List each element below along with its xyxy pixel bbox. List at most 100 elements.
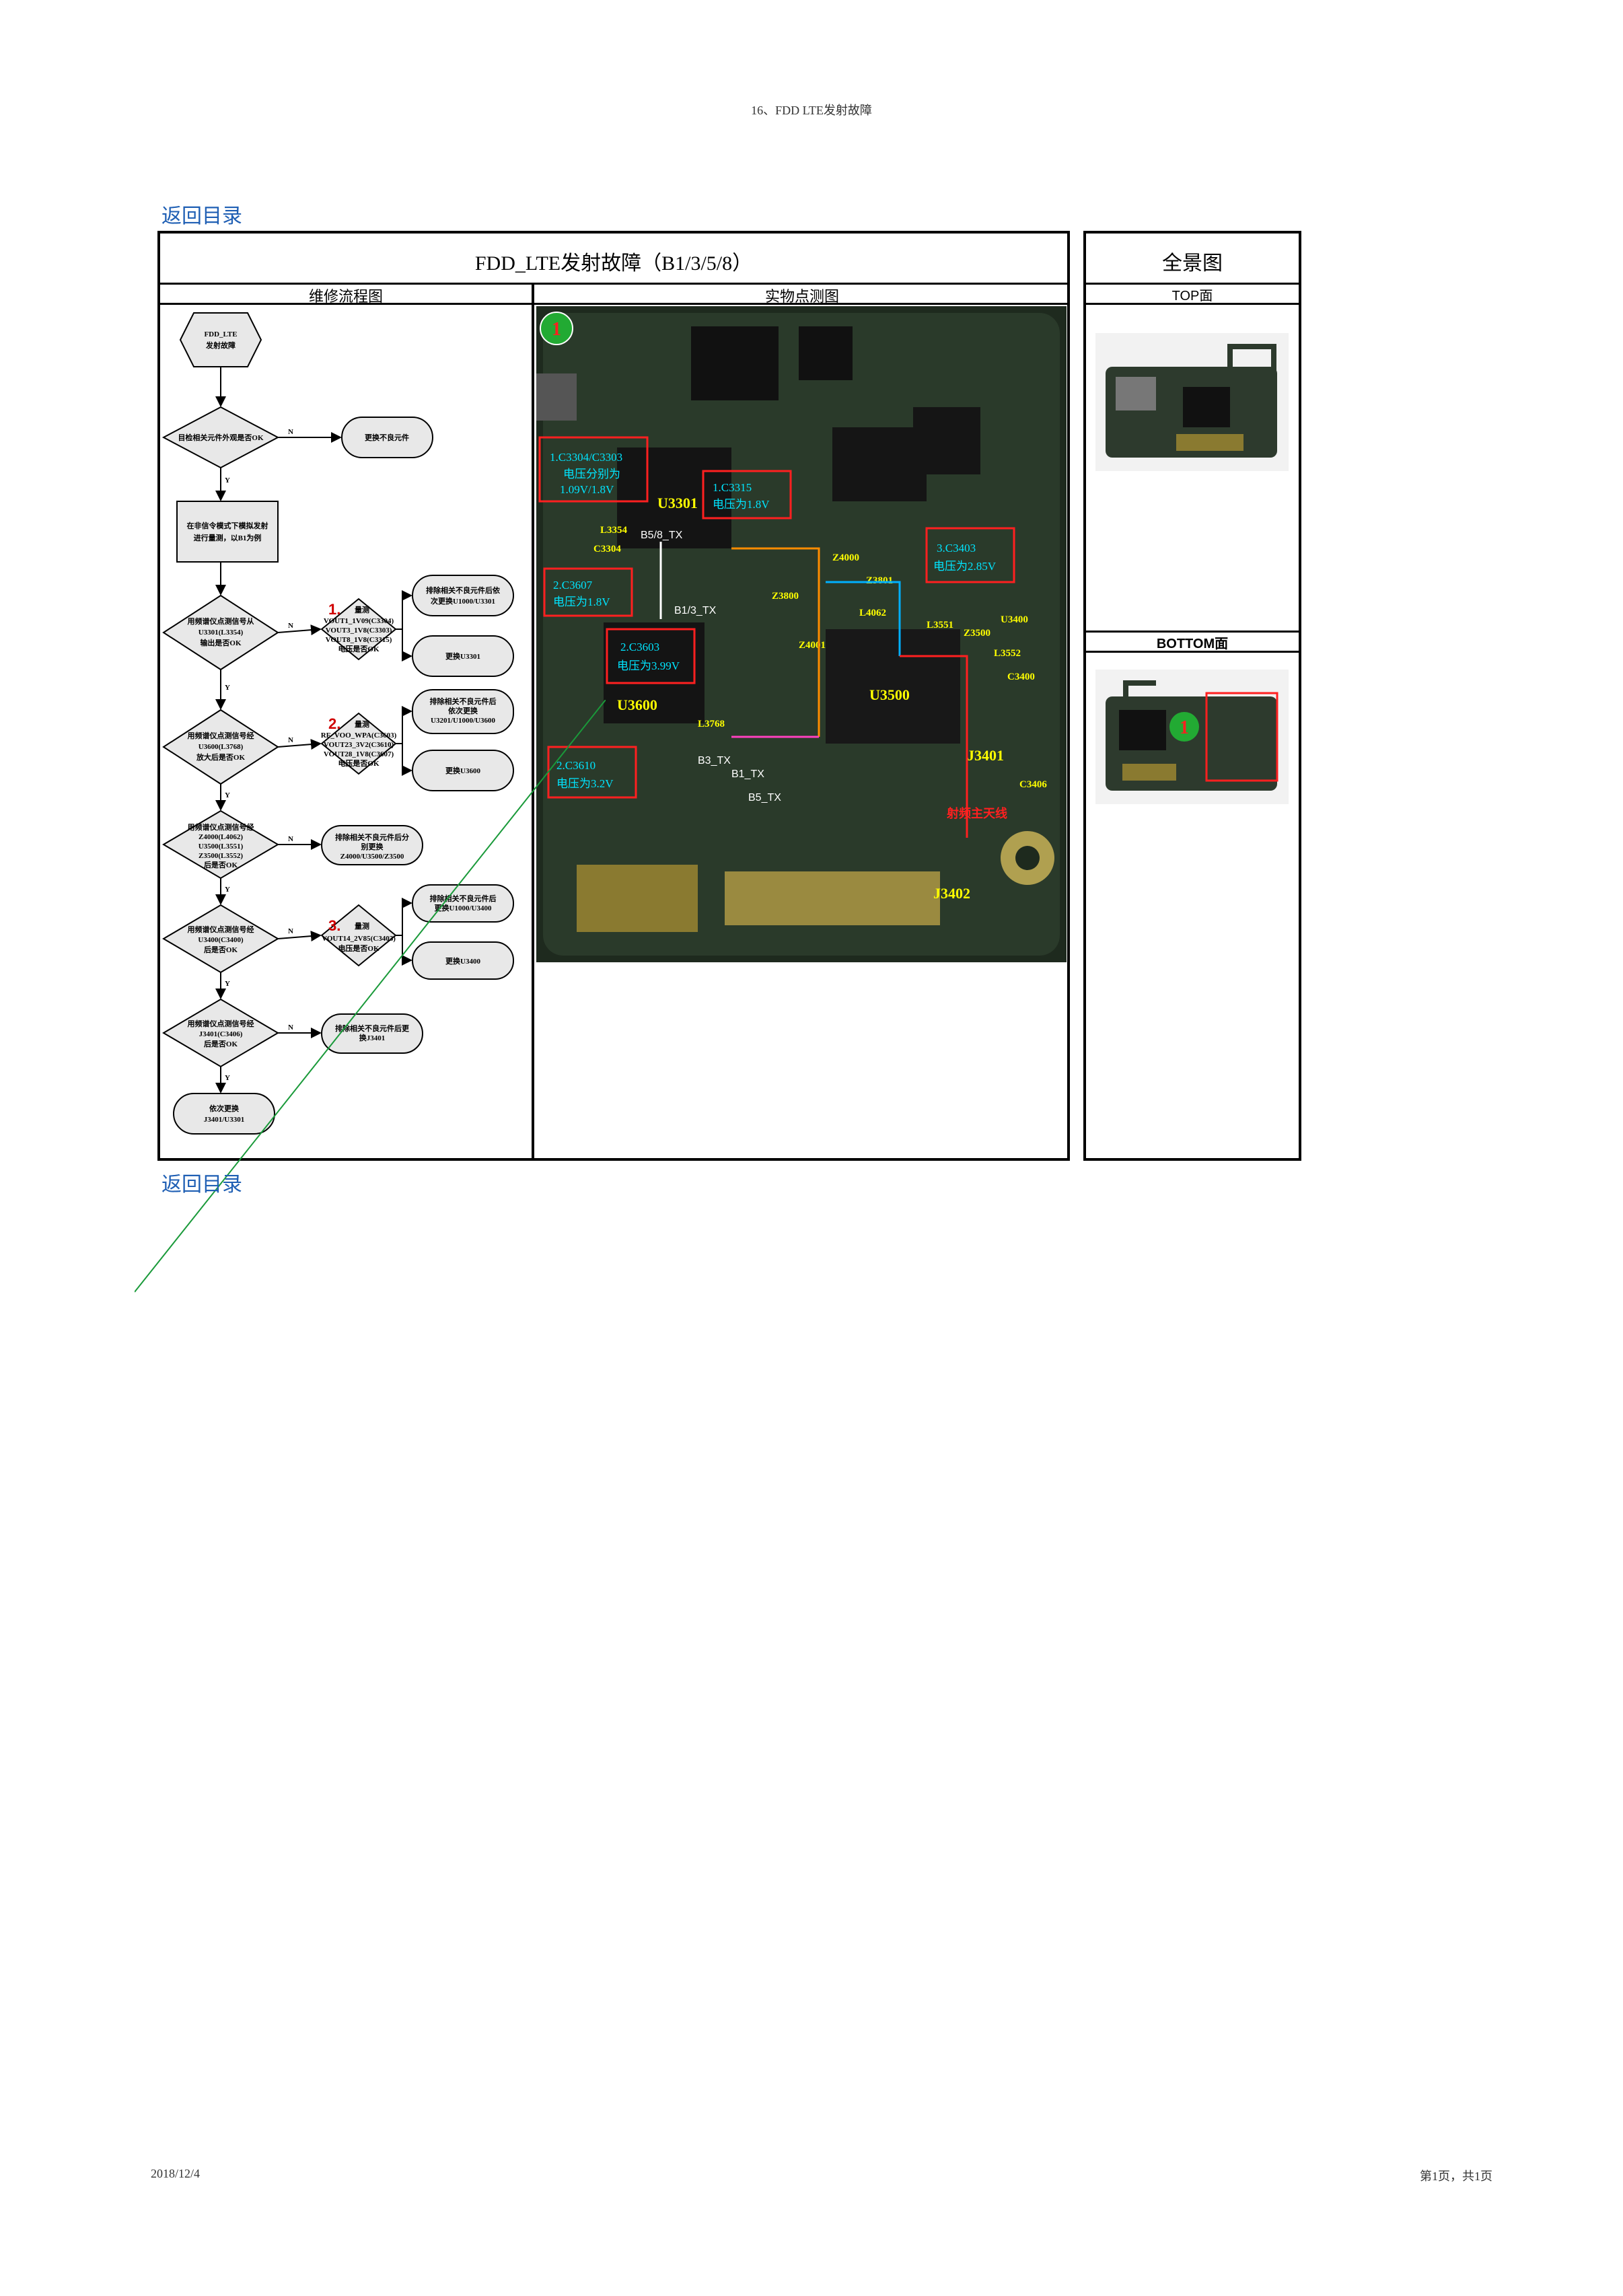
divider xyxy=(157,283,1070,285)
step-badge xyxy=(1169,712,1199,742)
measure-text: VOUT8_1V8(C3315) xyxy=(326,636,392,644)
bottom-board-thumbnail: 1 xyxy=(1095,670,1289,804)
measure-note: 电压为1.8V xyxy=(553,596,610,608)
start-line: FDD_LTE xyxy=(204,330,237,338)
footer-page-number: 第1页，共1页 xyxy=(1420,2169,1492,2183)
action-text: 更换U3400 xyxy=(445,956,480,966)
part-label: C3400 xyxy=(1007,672,1035,682)
decision-text: 用频谱仪点测信号经 xyxy=(188,822,254,832)
action-text: 排除相关不良元件后分 xyxy=(335,832,409,842)
decision-text: 放大后是否OK xyxy=(196,752,246,762)
footer-date: 2018/12/4 xyxy=(151,2167,201,2180)
part-label: L3768 xyxy=(698,719,725,729)
measure-box-c3403 xyxy=(925,527,1015,583)
yes-label: Y xyxy=(225,684,230,692)
divider xyxy=(1083,651,1301,653)
action-text: 别更换 xyxy=(361,842,384,851)
end-text: 依次更换 xyxy=(209,1104,240,1113)
yes-label: Y xyxy=(225,980,230,988)
measure-box-c3304-c3303 xyxy=(538,436,649,503)
step-number: 2. xyxy=(328,715,340,732)
action-text: 更换U1000/U3400 xyxy=(435,903,492,912)
photo-column-header: 实物点测图 xyxy=(764,288,839,305)
action-replace-j3401 xyxy=(321,1013,423,1054)
start-node xyxy=(179,312,262,367)
action-text: 更换不良元件 xyxy=(365,433,409,442)
measure-note: 2.C3610 xyxy=(556,759,596,772)
action-text: 排除相关不良元件后依 xyxy=(426,585,501,595)
part-label: U3400 xyxy=(1001,614,1028,625)
no-label: N xyxy=(288,622,293,630)
bottom-side-label: BOTTOM面 xyxy=(1156,637,1229,651)
action-replace-z4000-u3500-z3500 xyxy=(321,825,423,865)
process-simulate-tx xyxy=(176,501,279,563)
chip-label: J3401 xyxy=(967,747,1004,764)
measure-box-c3607 xyxy=(543,567,633,617)
decision-text: U3600(L3768) xyxy=(199,743,244,751)
top-board-thumbnail xyxy=(1095,333,1289,471)
action-replace-part xyxy=(341,417,433,458)
step-badge xyxy=(540,312,573,345)
part-label: Z3500 xyxy=(964,628,990,639)
measure-text: 电压是否OK xyxy=(338,943,380,953)
divider xyxy=(157,303,1070,305)
measure-note: 2.C3603 xyxy=(620,641,659,653)
measure-note: 电压为2.85V xyxy=(933,560,997,573)
pcb-measurement-photo: U3301 U3600 U3500 J3401 J3402 Z3800 Z400… xyxy=(536,306,1067,962)
part-label: L3552 xyxy=(994,648,1021,659)
measure-text: 量测 xyxy=(355,921,369,931)
measure-text: VOUT23_3V2(C3610) xyxy=(324,741,394,749)
measure-note: 1.C3315 xyxy=(713,481,752,494)
part-label: L4062 xyxy=(859,608,886,618)
measure-note: 1.09V/1.8V xyxy=(560,483,614,496)
action-replace-u1000-u3400 xyxy=(412,884,514,923)
chip-label: U3500 xyxy=(869,686,910,703)
step-badge-number: 1 xyxy=(552,319,561,340)
end-node xyxy=(173,1093,275,1135)
no-label: N xyxy=(288,835,293,843)
action-text: 更换U3301 xyxy=(445,651,480,661)
no-label: N xyxy=(288,736,293,744)
action-text: 次更换U1000/U3301 xyxy=(431,596,495,606)
decision-text: 后是否OK xyxy=(204,945,238,954)
measure-note: 1.C3304/C3303 xyxy=(550,451,622,464)
decision-text: Z4000(L4062) xyxy=(199,833,243,841)
yes-label: Y xyxy=(225,791,230,799)
measure-note: 2.C3607 xyxy=(553,579,593,591)
measure-box-c3603 xyxy=(606,628,696,684)
decision-text: 用频谱仪点测信号经 xyxy=(188,731,254,740)
action-replace-u3400 xyxy=(412,941,514,980)
decision-text: 后是否OK xyxy=(204,1039,238,1048)
part-label: L3354 xyxy=(600,525,628,536)
part-label: Z4001 xyxy=(799,640,826,651)
divider xyxy=(1083,631,1301,633)
step-number: 3. xyxy=(328,917,340,934)
measure-text: 电压是否OK xyxy=(338,644,380,653)
no-label: N xyxy=(288,1024,293,1032)
measure-text: RF_VOO_WPA(C3603) xyxy=(321,731,397,740)
back-to-toc-link-bottom[interactable]: 返回目录 xyxy=(161,1174,242,1196)
back-to-toc-link-top[interactable]: 返回目录 xyxy=(161,205,242,227)
signal-label: B5/8_TX xyxy=(641,530,683,541)
measure-note: 电压为3.99V xyxy=(617,659,680,672)
divider xyxy=(1083,283,1301,285)
action-replace-u3301 xyxy=(412,635,514,677)
signal-label: B3_TX xyxy=(698,755,731,766)
decision-text: U3400(C3400) xyxy=(198,936,244,944)
measure-text: VOUT28_1V8(C3607) xyxy=(324,750,394,758)
no-label: N xyxy=(288,927,293,935)
repair-flowchart: N Y N Y N Y N Y N Y N Y FDD_LTE 发射故障 目检相… xyxy=(161,312,514,1135)
action-replace-u3600 xyxy=(412,750,514,791)
start-line: 发射故障 xyxy=(205,340,236,350)
divider xyxy=(1083,303,1301,305)
measure-box-c3315 xyxy=(702,470,792,519)
decision-text: 目检相关元件外观是否OK xyxy=(178,433,264,442)
process-text: 在非信令模式下模拟发射 xyxy=(187,521,268,530)
decision-text: J3401(C3406) xyxy=(199,1030,243,1038)
part-label: C3406 xyxy=(1019,779,1047,790)
decision-text: U3500(L3551) xyxy=(199,842,244,851)
yes-label: Y xyxy=(225,1074,230,1082)
decision-text: 用频谱仪点测信号从 xyxy=(188,616,254,626)
signal-label: B5_TX xyxy=(748,792,781,803)
antenna-label: 射频主天线 xyxy=(946,806,1007,820)
